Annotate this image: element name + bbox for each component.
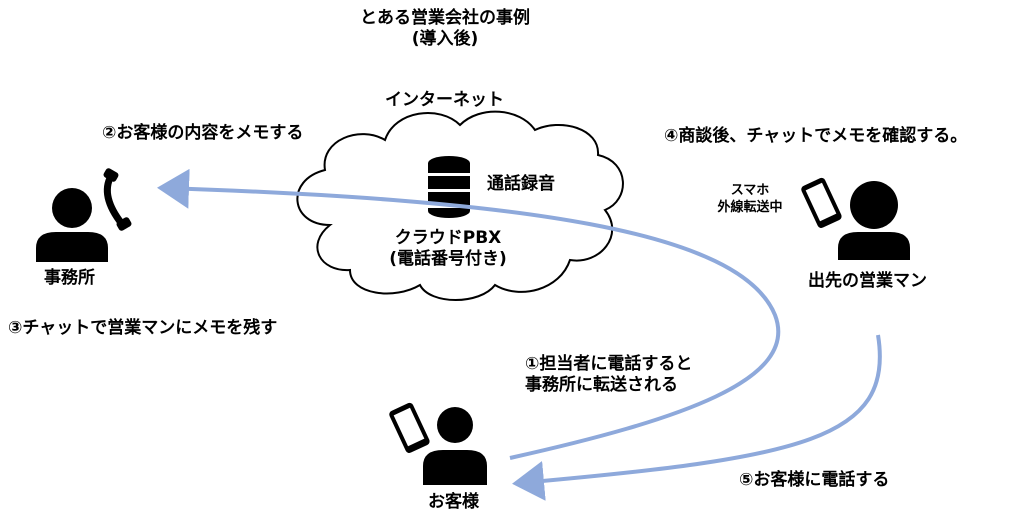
database-icon bbox=[428, 156, 470, 218]
cloud-pbx-label: クラウドPBX (電話番号付き) bbox=[378, 228, 518, 271]
customer-label: お客様 bbox=[428, 492, 479, 512]
call-recording-label: 通話録音 bbox=[487, 174, 555, 194]
field-sales-person-icon bbox=[838, 181, 910, 260]
step1-line-2: 事務所に転送される bbox=[525, 375, 678, 396]
cloud-pbx-line-1: クラウドPBX bbox=[394, 228, 502, 248]
phone-note-line-2: 外線転送中 bbox=[717, 199, 783, 215]
diagram-title: とある営業会社の事例 (導入後) bbox=[355, 8, 535, 51]
step5-label: ⑤お客様に電話する bbox=[739, 470, 890, 490]
smartphone-forward-note: スマホ 外線転送中 bbox=[705, 183, 795, 217]
step2-label: ②お客様の内容をメモする bbox=[102, 123, 304, 143]
arrow-sales-to-customer bbox=[512, 334, 882, 501]
step4-label: ④商談後、チャットでメモを確認する。 bbox=[664, 126, 968, 146]
title-line-2: (導入後) bbox=[411, 29, 479, 50]
step3-label: ③チャットで営業マンにメモを残す bbox=[8, 318, 278, 338]
title-line-1: とある営業会社の事例 bbox=[360, 8, 530, 28]
telephone-handset-icon bbox=[103, 168, 132, 231]
step1-label: ①担当者に電話すると 事務所に転送される bbox=[525, 354, 692, 397]
cloud-pbx-line-2: (電話番号付き) bbox=[389, 249, 507, 270]
field-sales-label: 出先の営業マン bbox=[808, 271, 927, 291]
internet-label: インターネット bbox=[385, 90, 504, 110]
office-label: 事務所 bbox=[44, 268, 95, 288]
customer-person-icon bbox=[423, 407, 487, 485]
phone-note-line-1: スマホ bbox=[730, 183, 770, 198]
step1-line-1: ①担当者に電話すると bbox=[525, 354, 693, 374]
office-person-icon bbox=[36, 188, 108, 262]
arrow-customer-to-office bbox=[157, 168, 781, 460]
field-sales-smartphone-icon bbox=[801, 177, 842, 228]
customer-smartphone-icon bbox=[389, 402, 430, 453]
